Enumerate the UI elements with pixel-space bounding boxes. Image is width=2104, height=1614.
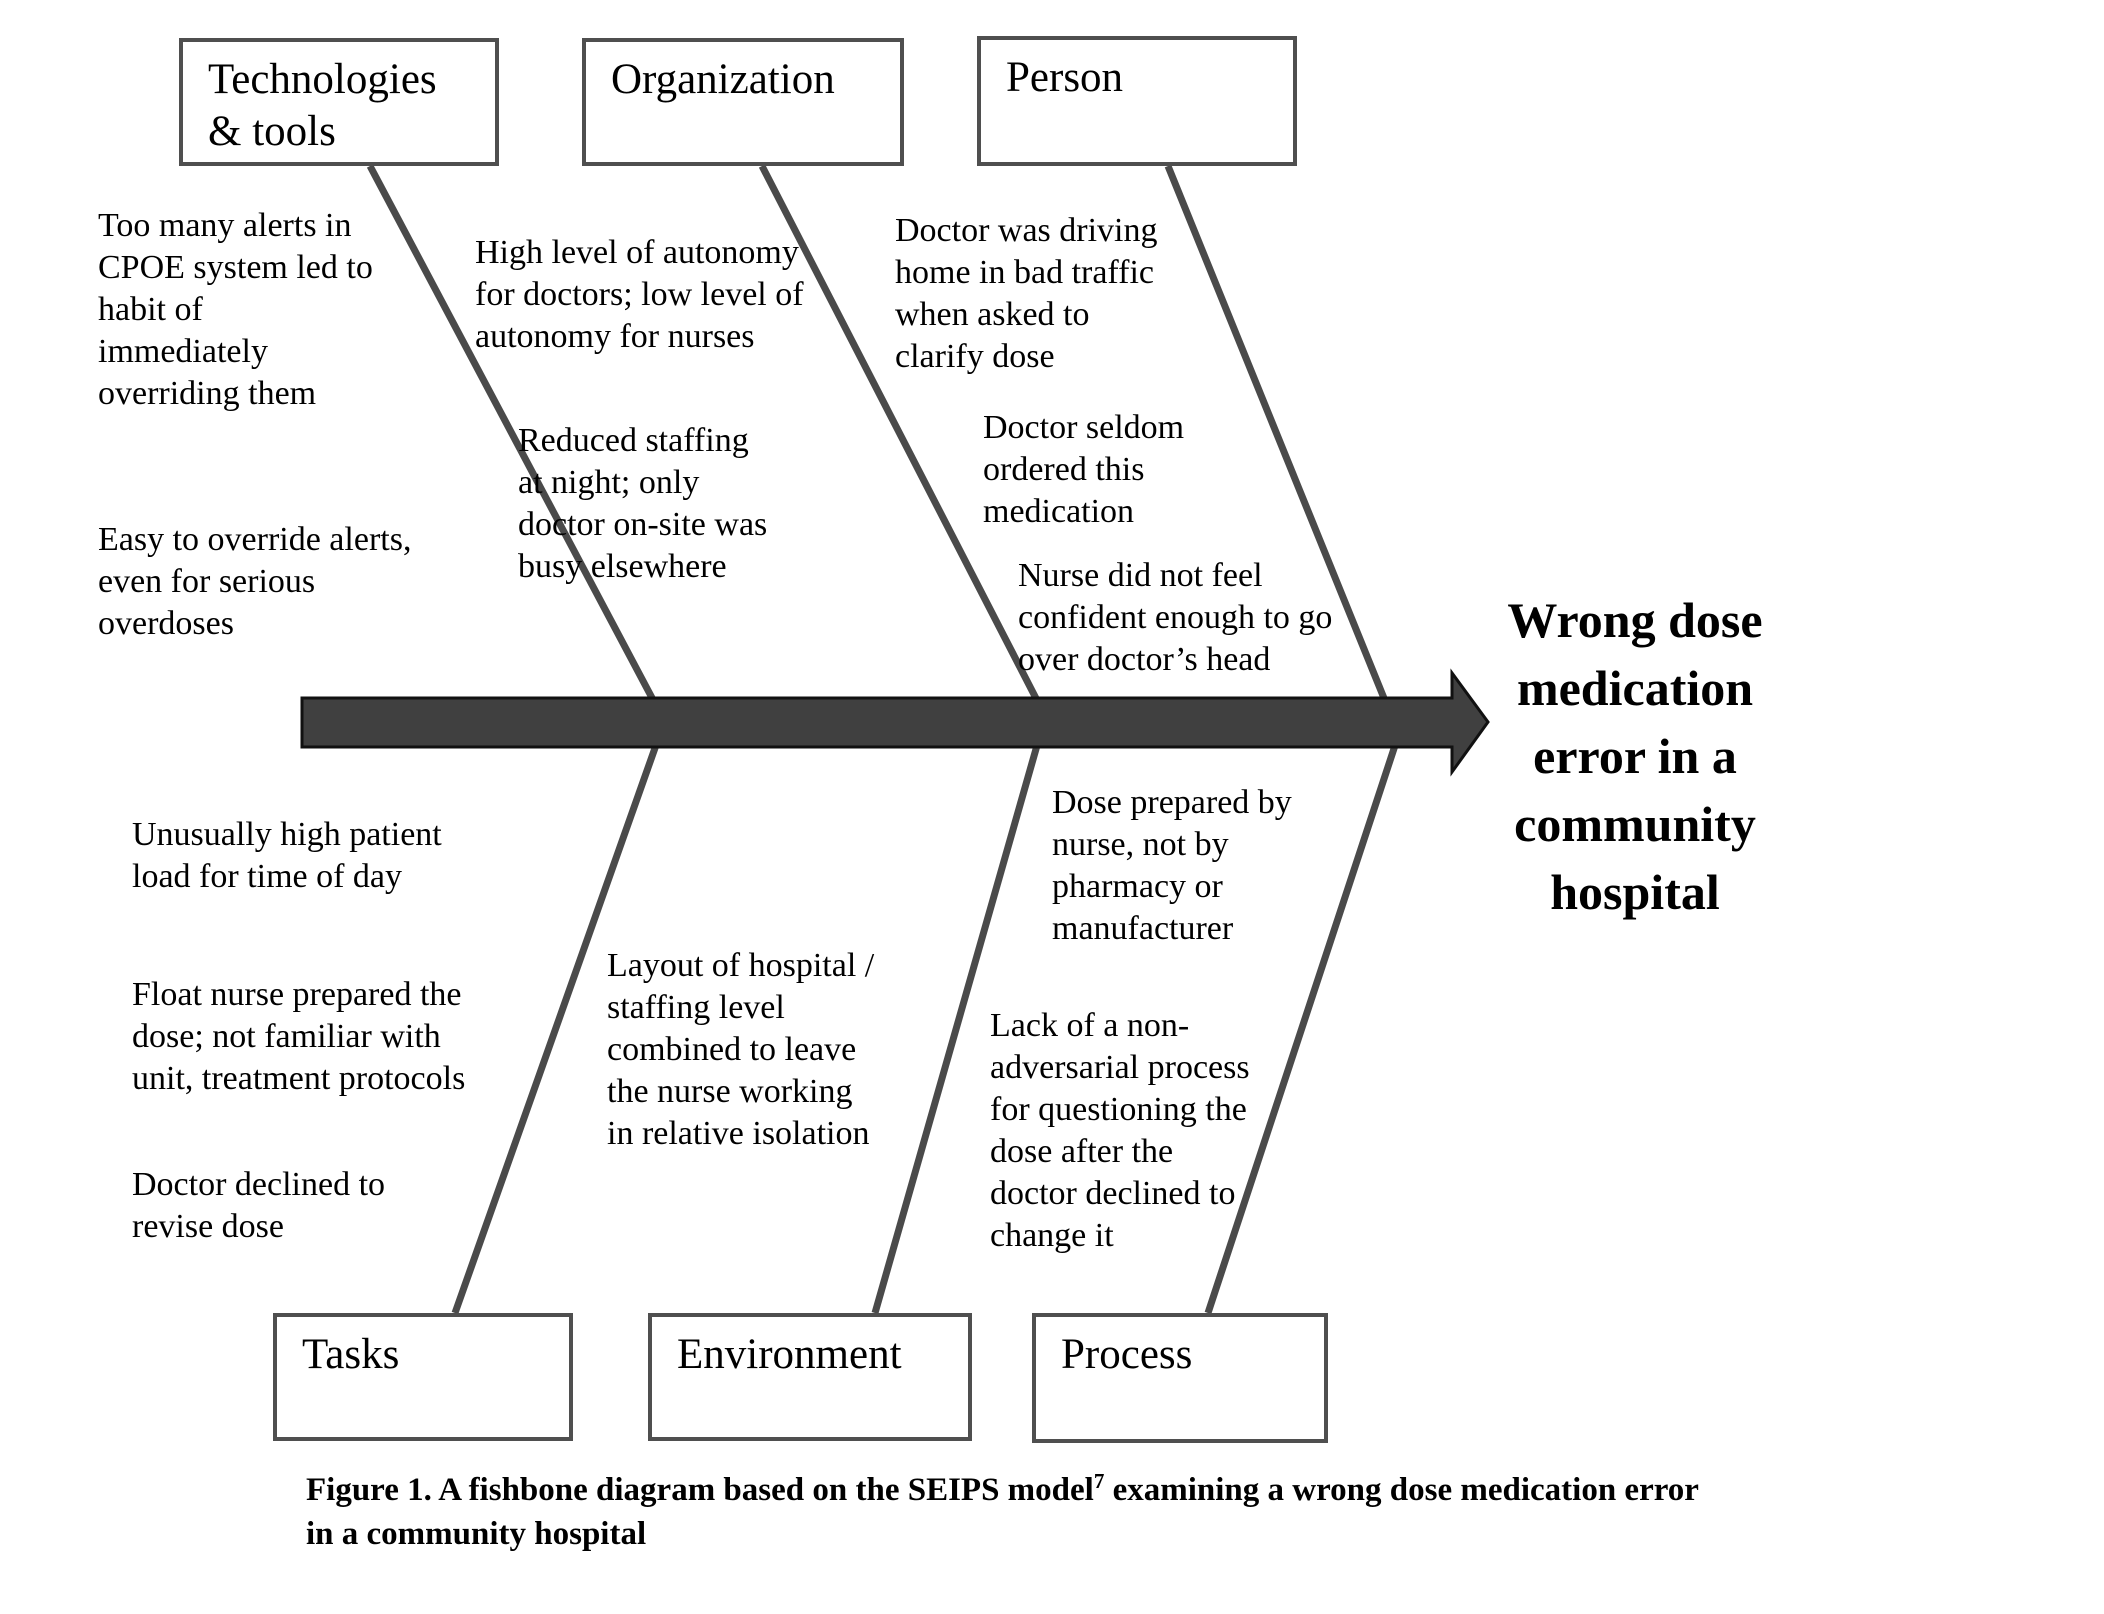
caption-text-continued: examining a wrong dose medication error	[1112, 1472, 1699, 1508]
caption-text: Figure 1. A fishbone diagram based on th…	[306, 1472, 1094, 1508]
caption-superscript: 7	[1093, 1469, 1105, 1493]
cause-technologies-2: Easy to override alerts, even for seriou…	[98, 521, 412, 642]
cause-environment-1: Layout of hospital / staffing level comb…	[607, 947, 875, 1152]
category-box-person: Person	[977, 36, 1297, 166]
cause-technologies-1: Too many alerts in CPOE system led to ha…	[98, 207, 373, 412]
category-box-organization: Organization	[582, 38, 904, 166]
category-box-process: Process	[1032, 1313, 1328, 1443]
cause-tasks-3: Doctor declined to revise dose	[132, 1166, 386, 1245]
category-box-environment: Environment	[648, 1313, 972, 1441]
category-box-tasks: Tasks	[273, 1313, 573, 1441]
category-box-technologies: Technologies & tools	[179, 38, 499, 166]
caption-line2: in a community hospital	[306, 1516, 647, 1552]
effect-label: Wrong dose medication error in a communi…	[1507, 592, 1763, 920]
bone-technologies	[366, 164, 681, 747]
cause-person-2: Doctor seldom ordered this medication	[983, 409, 1185, 530]
spine-arrow	[300, 668, 1490, 777]
cause-process-2: Lack of a non- adversarial process for q…	[990, 1007, 1250, 1254]
cause-organization-2: Reduced staffing at night; only doctor o…	[518, 422, 768, 585]
bone-organization	[758, 164, 1064, 747]
bone-person	[1164, 164, 1407, 747]
bone-tasks	[451, 698, 676, 1315]
cause-organization-1: High level of autonomy for doctors; low …	[475, 234, 804, 355]
figure-caption: Figure 1. A fishbone diagram based on th…	[306, 1468, 1826, 1556]
bone-environment	[871, 699, 1054, 1314]
cause-process-1: Dose prepared by nurse, not by pharmacy …	[1052, 784, 1292, 947]
cause-tasks-2: Float nurse prepared the dose; not famil…	[132, 976, 466, 1097]
bone-process	[1204, 698, 1414, 1315]
cause-person-3: Nurse did not feel confident enough to g…	[1018, 557, 1333, 678]
cause-person-1: Doctor was driving home in bad traffic w…	[895, 212, 1158, 375]
cause-tasks-1: Unusually high patient load for time of …	[132, 816, 442, 895]
